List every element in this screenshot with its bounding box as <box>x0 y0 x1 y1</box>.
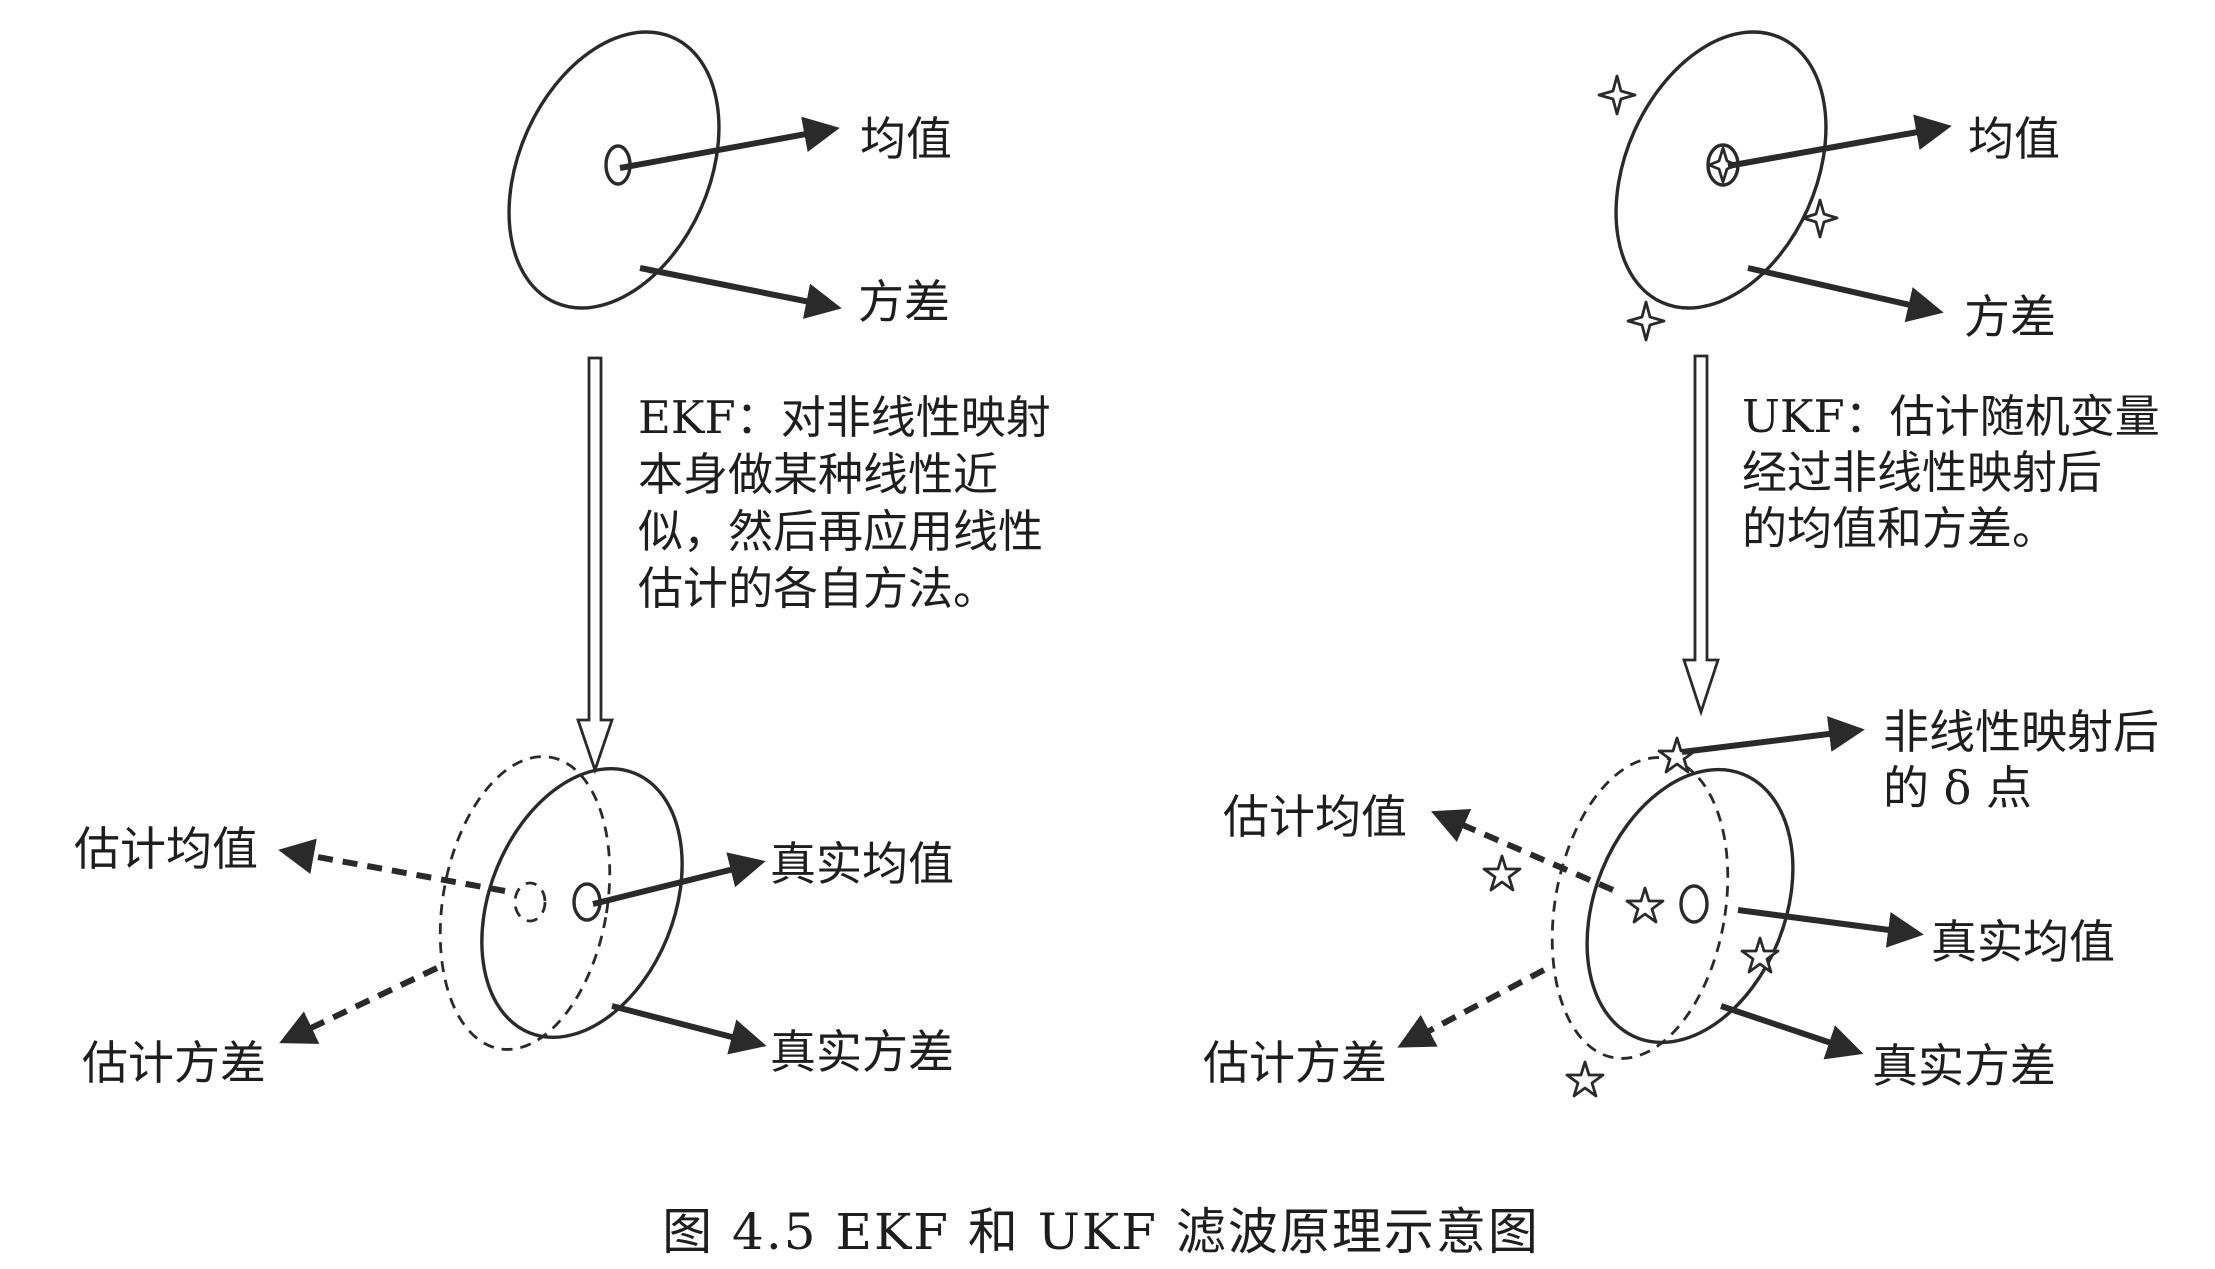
ekf-prior-variance-arrow <box>639 265 842 319</box>
ukf-true-mean-arrow <box>1737 907 1924 948</box>
ukf-prior-ellipse <box>1614 30 1828 310</box>
ekf-est-variance-label: 估计方差 <box>82 1036 266 1090</box>
ekf-estimated-mean-dot <box>513 881 547 923</box>
ukf-sigma-point <box>1482 854 1522 892</box>
ukf-sigma-point <box>1657 736 1697 774</box>
ukf-sigma-label-line-1: 非线性映射后 <box>1883 705 2159 759</box>
ekf-description-line-2: 本身做某种线性近 <box>638 448 998 501</box>
ekf-transform-arrow <box>576 356 614 775</box>
ukf-est-variance-label: 估计方差 <box>1203 1036 1387 1090</box>
ukf-true-variance-arrow <box>1720 1003 1864 1060</box>
ukf-est-mean-arrow <box>1430 809 1615 893</box>
ukf-true-mean-label: 真实均值 <box>1931 915 2115 969</box>
ekf-panel: 均值 方差 EKF：对非线性映射 本身做某种线性近 似，然后再应用线性 估计的各… <box>74 30 1051 1090</box>
ukf-sigma-point <box>1565 1060 1605 1098</box>
ukf-true-mean-dot <box>1679 884 1709 924</box>
ekf-true-mean-label: 真实均值 <box>770 837 954 891</box>
ekf-description-line-3: 似，然后再应用线性 <box>638 505 1043 558</box>
figure-caption: 图 4.5 EKF 和 UKF 滤波原理示意图 <box>662 1203 1540 1261</box>
ukf-prior-variance-arrow <box>1747 265 1944 323</box>
ekf-prior-ellipse <box>507 30 721 310</box>
ekf-top-mean-label: 均值 <box>860 112 952 166</box>
ukf-sigma-label-line-2: 的 δ 点 <box>1883 761 2032 815</box>
ukf-estimated-ellipse <box>1550 756 1730 1060</box>
ekf-estimated-ellipse <box>438 755 612 1051</box>
ukf-est-variance-arrow <box>1397 967 1546 1048</box>
ekf-true-variance-arrow <box>611 1003 767 1055</box>
ukf-sigma-label-arrow <box>1681 716 1865 755</box>
ukf-panel: 均值 方差 UKF：估计随机变量 经过非线性映射后 的均值和方差。 非线性映射后… <box>1203 30 2160 1098</box>
ekf-est-mean-arrow <box>278 838 506 894</box>
ekf-true-ellipse <box>480 766 684 1040</box>
ekf-est-mean-label: 估计均值 <box>74 822 258 876</box>
ekf-description-line-4: 估计的各自方法。 <box>638 562 998 615</box>
ukf-prior-sigma-point <box>1597 74 1637 116</box>
ukf-transform-arrow <box>1682 354 1720 717</box>
ekf-true-variance-label: 真实方差 <box>770 1025 954 1079</box>
ukf-prior-sigma-point <box>1626 300 1666 342</box>
ukf-prior-sigma-point <box>1801 198 1839 239</box>
ukf-top-mean-label: 均值 <box>1968 112 2060 166</box>
ukf-sigma-point <box>1740 936 1780 974</box>
ekf-prior-mean-arrow <box>619 116 840 171</box>
ukf-description-line-2: 经过非线性映射后 <box>1742 446 2102 499</box>
ukf-prior-mean-arrow <box>1727 114 1952 169</box>
ukf-prior-center-sigma-point <box>1707 146 1739 184</box>
ukf-est-mean-label: 估计均值 <box>1223 790 1407 844</box>
ekf-description-line-1: EKF：对非线性映射 <box>638 391 1051 444</box>
ukf-sigma-point <box>1625 886 1665 924</box>
ukf-true-ellipse <box>1585 767 1795 1045</box>
ukf-description-line-3: 的均值和方差。 <box>1742 502 2057 555</box>
ekf-est-variance-arrow <box>279 965 439 1044</box>
ukf-description-line-1: UKF：估计随机变量 <box>1742 390 2160 443</box>
ekf-true-mean-arrow <box>592 852 766 907</box>
ukf-true-variance-label: 真实方差 <box>1872 1039 2056 1093</box>
ukf-top-variance-label: 方差 <box>1964 290 2056 344</box>
ekf-top-variance-label: 方差 <box>858 275 950 329</box>
